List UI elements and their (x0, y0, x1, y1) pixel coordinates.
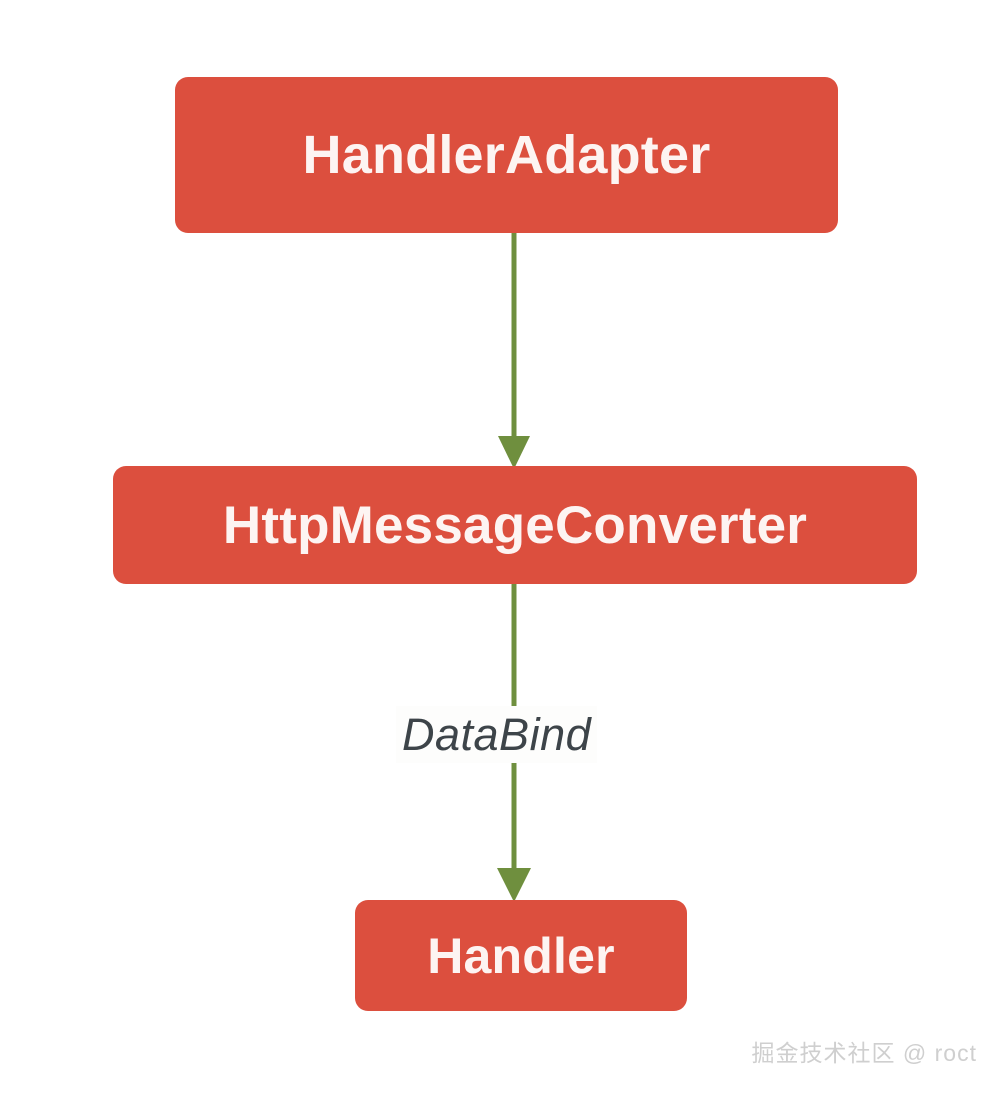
node-handler: Handler (355, 900, 687, 1011)
watermark: 掘金技术社区 @ roct (751, 1040, 977, 1066)
arrow-adapter-to-converter (484, 231, 544, 469)
node-http-message-converter-label: HttpMessageConverter (222, 495, 808, 555)
node-handler-adapter-label: HandlerAdapter (302, 125, 711, 185)
node-handler-adapter: HandlerAdapter (175, 77, 838, 233)
node-http-message-converter: HttpMessageConverter (113, 466, 917, 584)
arrow-adapter-to-converter-icon (498, 231, 530, 469)
node-handler-label: Handler (427, 927, 615, 984)
edge-label-databind: DataBind (396, 706, 598, 764)
